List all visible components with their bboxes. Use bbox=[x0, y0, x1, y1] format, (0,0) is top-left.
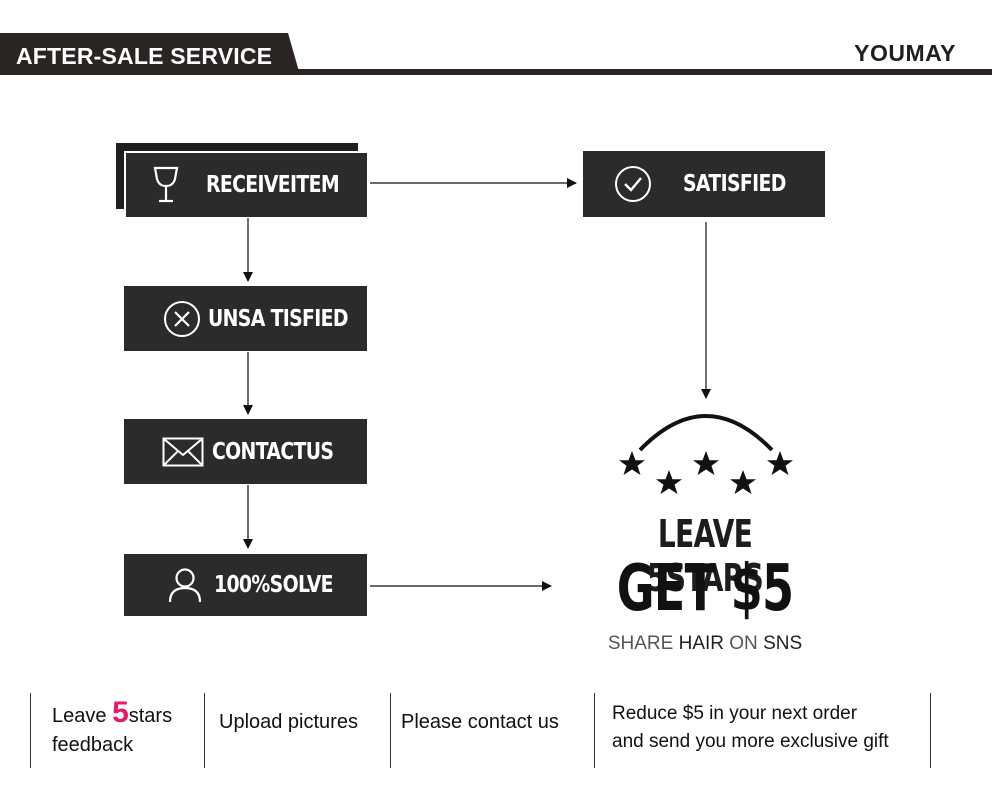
user-icon bbox=[124, 567, 214, 603]
receive-item-label: RECEIVEITEM bbox=[206, 172, 340, 198]
star-1 bbox=[619, 451, 645, 475]
table-divider bbox=[30, 693, 31, 768]
solve-box: 100%SOLVE bbox=[124, 554, 367, 616]
envelope-icon bbox=[124, 437, 212, 467]
section-title-tab: AFTER-SALE SERVICE bbox=[0, 33, 300, 75]
reward-cell: Reduce $5 in your next order and send yo… bbox=[612, 703, 889, 752]
rating-stars bbox=[619, 451, 793, 494]
contact-us-label: CONTACTUS bbox=[212, 438, 334, 465]
table-divider bbox=[204, 693, 205, 768]
satisfied-label: SATISFIED bbox=[683, 171, 786, 197]
star-4 bbox=[730, 470, 756, 494]
close-circle-icon bbox=[124, 299, 208, 339]
star-3 bbox=[693, 451, 719, 475]
section-title: AFTER-SALE SERVICE bbox=[16, 43, 273, 69]
reward-line-2: GET $5 bbox=[616, 552, 794, 626]
header-divider bbox=[290, 69, 992, 75]
receive-item-box: RECEIVEITEM bbox=[124, 151, 367, 217]
table-divider bbox=[594, 693, 595, 768]
brand-name: YOUMAY bbox=[854, 40, 956, 66]
contact-us-box: CONTACTUS bbox=[124, 419, 367, 484]
table-divider bbox=[930, 693, 931, 768]
feedback-cell: Leave 5stars feedback bbox=[52, 696, 173, 757]
satisfied-box: SATISFIED bbox=[583, 151, 825, 217]
table-divider bbox=[390, 693, 391, 768]
star-5 bbox=[767, 451, 793, 475]
upload-cell: Upload pictures bbox=[219, 711, 358, 733]
wine-glass-icon bbox=[126, 165, 206, 205]
star-2 bbox=[656, 470, 682, 494]
unsatisfied-box: UNSA TISFIED bbox=[124, 286, 367, 351]
solve-label: 100%SOLVE bbox=[214, 572, 334, 598]
check-circle-icon bbox=[583, 164, 683, 204]
rating-arc bbox=[638, 414, 774, 452]
reward-line-3: SHARE HAIR ON SNS bbox=[607, 633, 803, 654]
contact-cell: Please contact us bbox=[401, 711, 559, 733]
reward-line-1: LEAVE 5STARS bbox=[646, 512, 764, 600]
five-highlight: 5 bbox=[112, 696, 129, 729]
unsatisfied-label: UNSA TISFIED bbox=[208, 305, 349, 332]
